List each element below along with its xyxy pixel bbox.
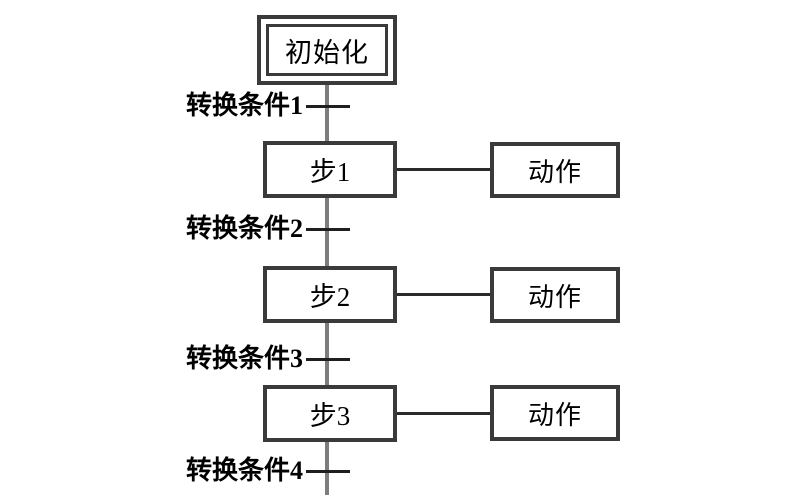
action-label-2: 动作 (527, 282, 582, 312)
init-step-box: 初始化 (257, 15, 397, 85)
action-label-3: 动作 (527, 400, 582, 430)
action-box-2: 动作 (490, 267, 620, 323)
transition-tick-3 (306, 358, 350, 361)
step-label-2: 步2 (309, 282, 351, 312)
step2-action-connector-line (396, 293, 491, 296)
step-box-2: 步2 (263, 266, 397, 323)
transition-tick-4 (306, 470, 350, 473)
transition-label-3: 转换条件3 (185, 344, 303, 373)
action-box-3: 动作 (490, 385, 620, 441)
transition-label-2: 转换条件2 (185, 214, 303, 243)
transition-label-1: 转换条件1 (185, 91, 303, 120)
step1-action-connector-line (396, 168, 491, 171)
transition-tick-2 (306, 228, 350, 231)
init-step-inner-box: 初始化 (266, 24, 388, 76)
step3-action-connector-line (396, 412, 491, 415)
transition-tick-1 (306, 105, 350, 108)
step-label-1: 步1 (309, 157, 351, 187)
step-box-1: 步1 (263, 141, 397, 198)
action-box-1: 动作 (490, 142, 620, 198)
step-box-3: 步3 (263, 385, 397, 442)
transition-label-4: 转换条件4 (185, 456, 303, 485)
step-label-3: 步3 (309, 401, 351, 431)
action-label-1: 动作 (527, 157, 582, 187)
init-step-label: 初始化 (285, 37, 369, 68)
